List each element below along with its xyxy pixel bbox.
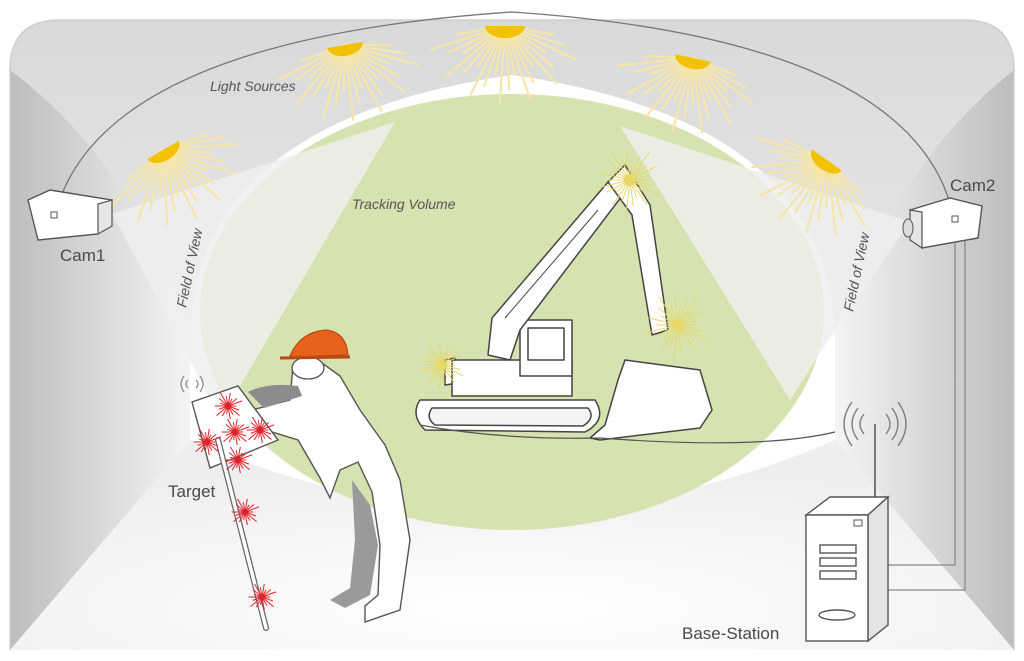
base-station — [803, 495, 890, 643]
light-source-5 — [751, 136, 866, 236]
target-marker-3 — [221, 418, 250, 446]
camera-cable-arc — [54, 11, 956, 226]
excavator-marker-1 — [596, 149, 661, 214]
light-source-3 — [617, 54, 755, 134]
target-marker-2 — [193, 428, 222, 456]
excavator-marker-3 — [418, 343, 464, 389]
field-of-view-left — [112, 122, 395, 420]
target-label: Target — [168, 482, 216, 501]
target-antenna-icon — [180, 375, 204, 393]
light-sources-label: Light Sources — [210, 78, 296, 94]
base-station-label: Base-Station — [682, 624, 779, 643]
tracking-volume-label: Tracking Volume — [352, 196, 456, 212]
hard-hat — [289, 329, 349, 358]
field-of-view-right — [620, 126, 910, 400]
cam2 — [902, 197, 983, 250]
target-marker-7 — [248, 583, 277, 611]
excavator-marker-2 — [644, 294, 709, 359]
target-markers — [193, 392, 277, 611]
cam2-label: Cam2 — [950, 176, 995, 195]
light-sources — [110, 24, 866, 236]
target-marker-5 — [224, 446, 253, 474]
cam2-cable — [888, 235, 956, 566]
light-source-4 — [110, 132, 239, 226]
target-marker-1 — [214, 392, 243, 420]
light-source-2 — [430, 24, 577, 104]
excavator — [415, 164, 713, 441]
target-marker-6 — [231, 498, 260, 526]
cam1-label: Cam1 — [60, 246, 105, 265]
excavator-markers — [418, 149, 709, 389]
worker — [248, 329, 411, 623]
cam1 — [27, 189, 113, 241]
light-source-1 — [277, 41, 419, 121]
base-station-antenna-icon — [843, 401, 907, 497]
target-marker-4 — [246, 416, 275, 444]
